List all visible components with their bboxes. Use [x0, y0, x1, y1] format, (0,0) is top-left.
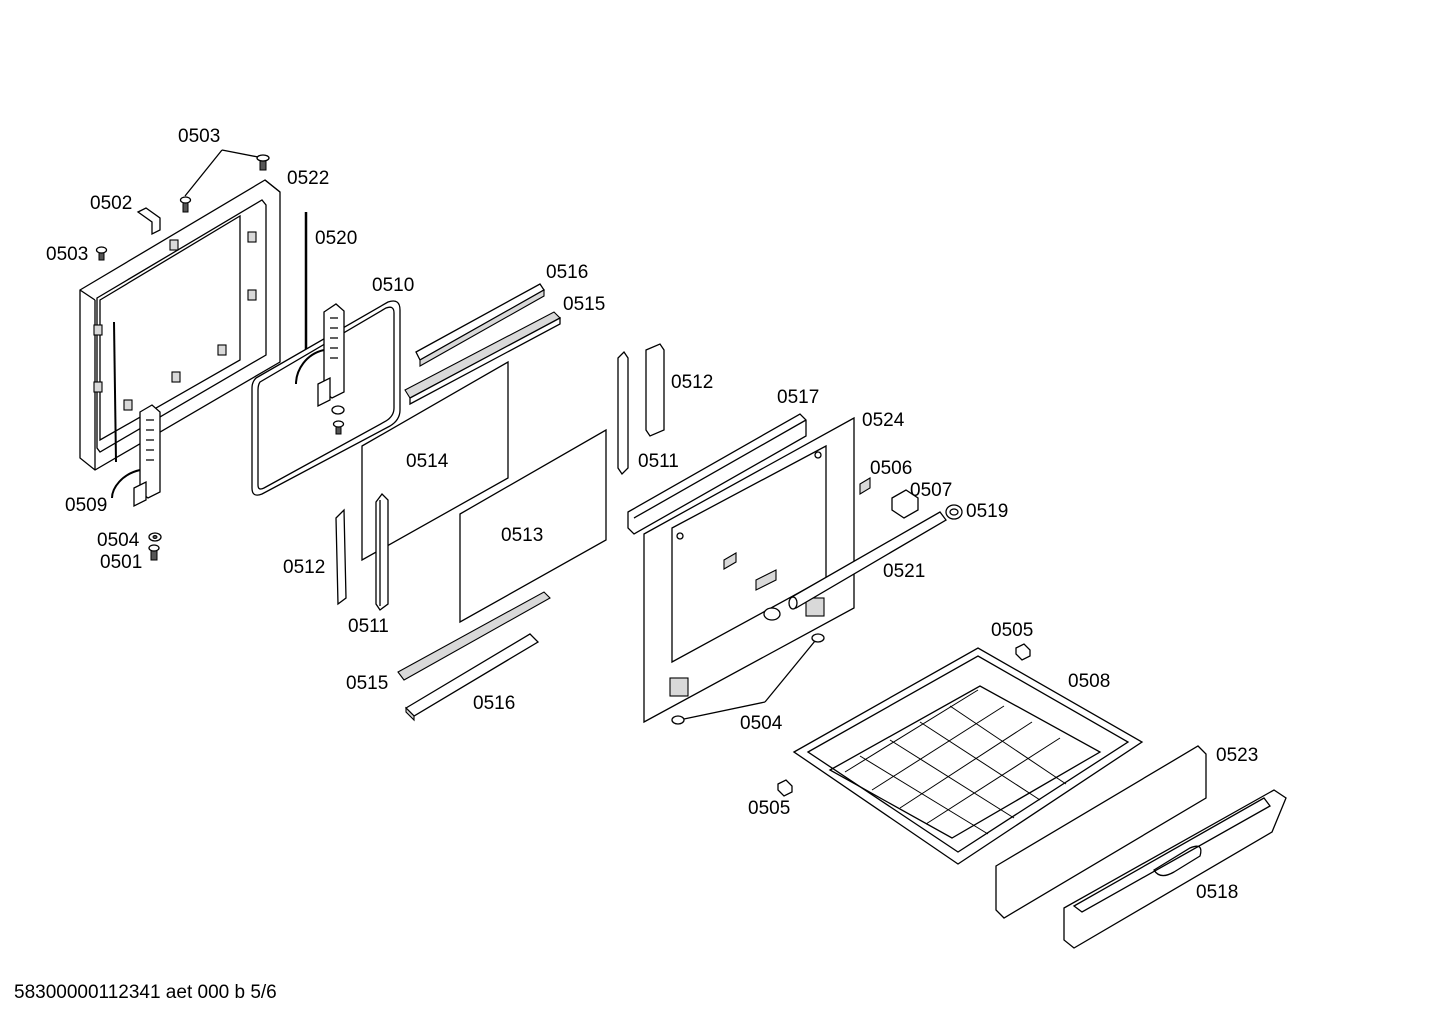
strip-0511-left [375, 493, 389, 611]
label-0516: 0516 [546, 262, 588, 283]
bracket-0502 [136, 207, 161, 236]
document-footer: 58300000112341 aet 000 b 5/6 [14, 982, 277, 1003]
cap-0519 [945, 504, 963, 520]
rod-0509 [113, 321, 117, 463]
inner-door-0524 [643, 416, 855, 724]
washer-0504-right-a [811, 633, 825, 643]
screw-0503-left [95, 246, 108, 261]
rail-0517 [627, 413, 807, 535]
label-0515: 0515 [563, 294, 605, 315]
label-0508: 0508 [1068, 671, 1110, 692]
screw-0501 [148, 544, 160, 561]
part-labels: 0503 0522 0502 0503 0520 0510 0516 0515 … [46, 126, 1258, 903]
label-0504: 0504 [97, 530, 140, 551]
strip-0512-left [335, 508, 347, 606]
label-0506: 0506 [870, 458, 912, 479]
label-0505: 0505 [748, 798, 790, 819]
label-0507: 0507 [910, 480, 952, 501]
label-0518: 0518 [1196, 882, 1238, 903]
washer-0504-right-b [671, 715, 685, 725]
glass-panel-0514 [361, 360, 509, 562]
label-0509: 0509 [65, 495, 107, 516]
label-0501: 0501 [100, 552, 142, 573]
block-0507 [891, 489, 919, 519]
screw-0503-mid [179, 196, 192, 213]
label-0519: 0519 [966, 501, 1008, 522]
hinge-left [111, 404, 161, 508]
label-0502: 0502 [90, 193, 132, 214]
label-0515: 0515 [346, 673, 388, 694]
clip-0505-top [1015, 643, 1031, 661]
label-0524: 0524 [862, 410, 905, 431]
label-0504: 0504 [740, 713, 783, 734]
hinge-middle [295, 303, 345, 408]
label-0522: 0522 [287, 168, 329, 189]
label-0512: 0512 [671, 372, 713, 393]
screw-center [332, 420, 345, 435]
label-0511: 0511 [348, 616, 389, 637]
strip-0511-right [617, 350, 629, 476]
glass-panel-0513 [459, 428, 607, 624]
washer-center [331, 405, 345, 415]
label-0513: 0513 [501, 525, 543, 546]
label-0512: 0512 [283, 557, 325, 578]
tray-0508 [792, 647, 1144, 865]
rail-0515-top [404, 311, 561, 406]
leader-0503 [184, 149, 223, 197]
label-0510: 0510 [372, 275, 414, 296]
label-0514: 0514 [406, 451, 449, 472]
clip-0505-bottom [777, 779, 793, 797]
clip-0506 [859, 477, 871, 495]
label-0520: 0520 [315, 228, 357, 249]
label-0511: 0511 [638, 451, 679, 472]
label-0523: 0523 [1216, 745, 1258, 766]
label-0505: 0505 [991, 620, 1033, 641]
tube-0521 [788, 511, 947, 610]
screw-0503-top [256, 154, 270, 171]
rail-0516-top [415, 283, 545, 367]
panel-0523 [995, 745, 1207, 919]
washer-0504-left [148, 532, 162, 542]
rail-0515-bottom [397, 591, 551, 681]
label-0503: 0503 [178, 126, 220, 147]
rail-0516-bottom [404, 633, 540, 722]
label-0521: 0521 [883, 561, 925, 582]
strip-0512-right [645, 343, 665, 437]
label-0517: 0517 [777, 387, 819, 408]
drawer-front-0518 [1063, 789, 1287, 949]
label-0516: 0516 [473, 693, 515, 714]
door-frame-part [79, 179, 281, 471]
label-0503: 0503 [46, 244, 88, 265]
